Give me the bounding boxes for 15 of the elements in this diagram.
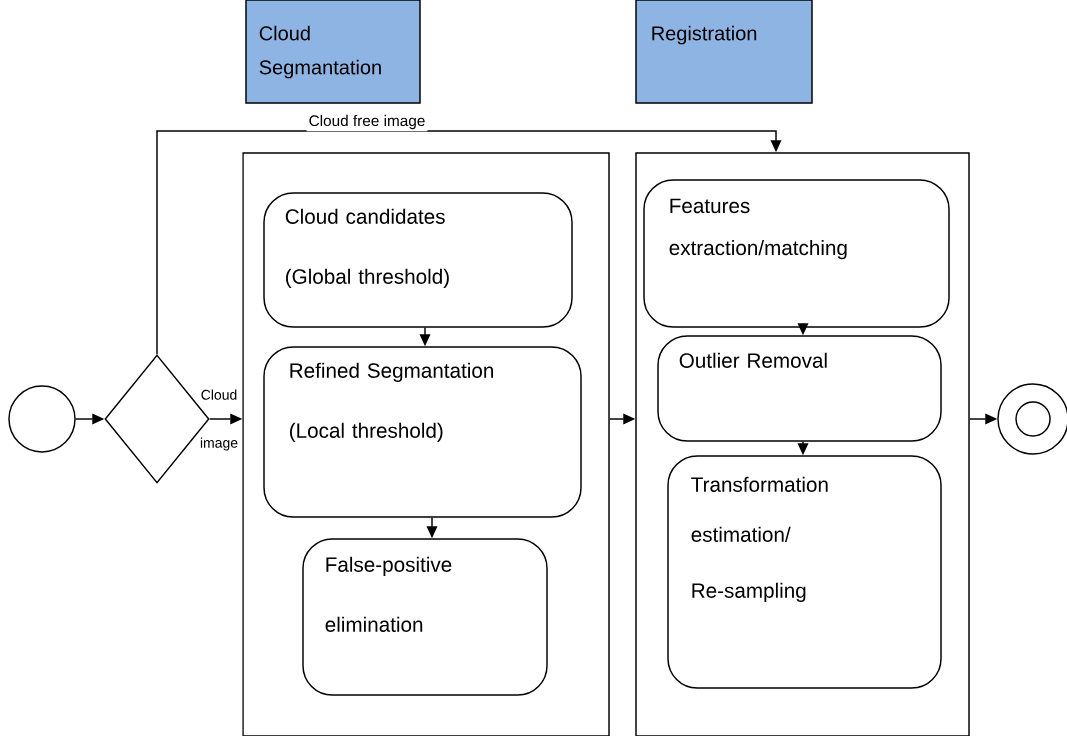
arrow [156,130,782,355]
lane-header: Registration [635,0,813,104]
process-box: False-positive elimination [302,538,548,696]
process-box: Features extraction/matching [643,179,950,328]
process-box: Transformation estimation/ Re-sampling [667,455,942,689]
end-circle [997,383,1067,455]
swimlane-box [242,152,610,736]
process-box: Refined Segmantation (Local threshold) [263,346,582,518]
lane-header: Cloud Segmantation [245,0,421,104]
process-box: Outlier Removal [657,335,942,442]
process-box: Cloud candidates (Global threshold) [263,192,573,328]
edge-label: Cloud image [200,389,238,451]
start-circle [8,385,76,453]
edge-label: Cloud free image [306,112,428,132]
swimlane-box [635,152,970,736]
